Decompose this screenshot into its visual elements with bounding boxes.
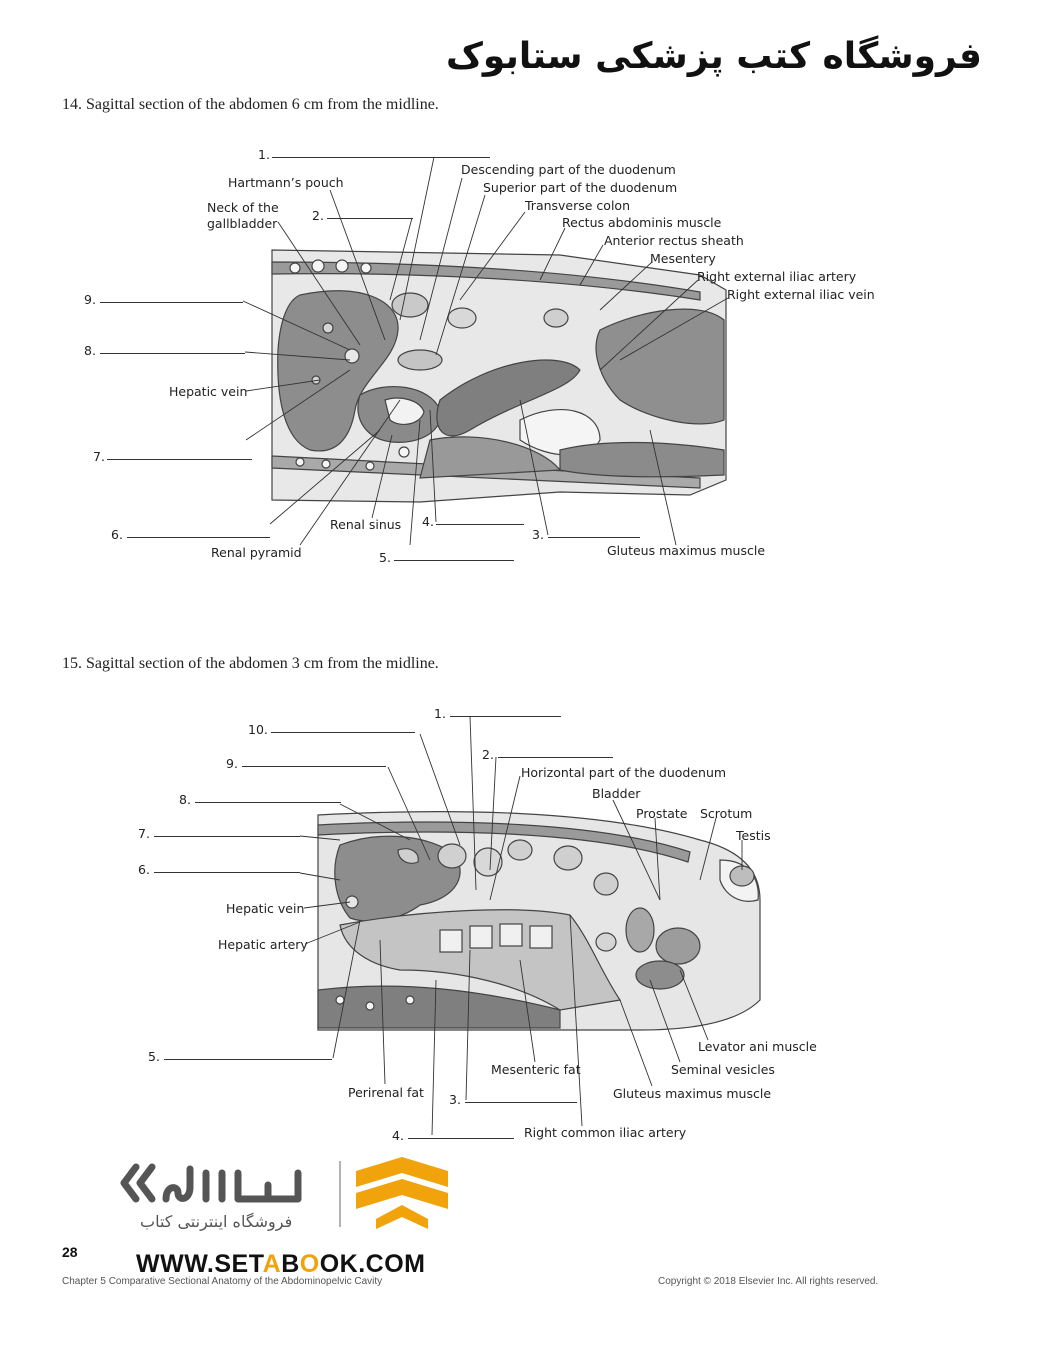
setabook-logo-icon: [120, 1157, 448, 1229]
label-hartmanns-pouch: Hartmann’s pouch: [228, 175, 344, 190]
label-hepatic-artery: Hepatic artery: [218, 937, 308, 952]
setabook-website: WWW.SETABOOK.COM: [136, 1250, 425, 1279]
blank-14-4-line[interactable]: [436, 524, 524, 525]
question-14-title: 14. Sagittal section of the abdomen 6 cm…: [62, 96, 439, 113]
label-renal-sinus: Renal sinus: [330, 517, 402, 532]
site-text-accent2: O: [299, 1250, 320, 1278]
blank-14-7-line[interactable]: [107, 459, 252, 460]
site-text-accent1: A: [262, 1250, 282, 1278]
footer-copyright: Copyright © 2018 Elsevier Inc. All right…: [658, 1276, 879, 1287]
page-number: 28: [62, 1244, 78, 1260]
label-right-common-iliac-artery: Right common iliac artery: [524, 1125, 687, 1140]
blank-14-3-number: 3.: [532, 527, 544, 542]
label-superior-duodenum: Superior part of the duodenum: [483, 180, 678, 195]
footer-chapter: Chapter 5 Comparative Sectional Anatomy …: [62, 1276, 383, 1287]
site-text-part2: B: [281, 1250, 300, 1278]
blank-15-3-line[interactable]: [465, 1102, 577, 1103]
blank-14-3-line[interactable]: [548, 537, 640, 538]
label-hepatic-vein-15: Hepatic vein: [226, 901, 305, 916]
blank-15-8-number: 8.: [179, 792, 191, 807]
blank-14-2-number: 2.: [312, 208, 324, 223]
label-neck-of-gallbladder-2: gallbladder: [207, 216, 278, 231]
label-mesenteric-fat: Mesenteric fat: [491, 1062, 581, 1077]
blank-15-6-line[interactable]: [154, 872, 300, 873]
blank-15-5-number: 5.: [148, 1049, 160, 1064]
blank-15-6-number: 6.: [138, 862, 150, 877]
label-testis: Testis: [736, 828, 771, 843]
blank-14-2-line[interactable]: [327, 218, 413, 219]
blank-15-5-line[interactable]: [164, 1059, 332, 1060]
blank-14-4-number: 4.: [422, 514, 434, 529]
label-mesentery: Mesentery: [650, 251, 716, 266]
page-banner: فروشگاه کتب پزشکی ستابوک: [445, 36, 982, 77]
blank-15-10-line[interactable]: [271, 732, 415, 733]
blank-14-9-number: 9.: [84, 292, 96, 307]
label-scrotum: Scrotum: [700, 806, 753, 821]
blank-14-6-number: 6.: [111, 527, 123, 542]
blank-14-5-line[interactable]: [394, 560, 514, 561]
blank-14-5-number: 5.: [379, 550, 391, 565]
label-gluteus-maximus-14: Gluteus maximus muscle: [607, 543, 766, 558]
label-anterior-rectus-sheath: Anterior rectus sheath: [604, 233, 744, 248]
label-neck-of-gallbladder-1: Neck of the: [207, 200, 279, 215]
blank-15-2-line[interactable]: [498, 757, 613, 758]
blank-14-1-line[interactable]: [272, 157, 490, 158]
label-prostate: Prostate: [636, 806, 688, 821]
blank-15-10-number: 10.: [248, 722, 268, 737]
label-perirenal-fat: Perirenal fat: [348, 1085, 424, 1100]
blank-14-8-number: 8.: [84, 343, 96, 358]
label-rectus-abdominis: Rectus abdominis muscle: [562, 215, 722, 230]
blank-15-4-number: 4.: [392, 1128, 404, 1143]
label-levator-ani: Levator ani muscle: [698, 1039, 817, 1054]
blank-15-7-number: 7.: [138, 826, 150, 841]
label-hepatic-vein-14: Hepatic vein: [169, 384, 248, 399]
blank-15-8-line[interactable]: [195, 802, 341, 803]
label-right-external-iliac-artery: Right external iliac artery: [697, 269, 857, 284]
blank-15-7-line[interactable]: [154, 836, 300, 837]
label-renal-pyramid: Renal pyramid: [211, 545, 302, 560]
logo-persian-tagline: فروشگاه اینترنتی کتاب: [140, 1212, 293, 1231]
blank-15-9-line[interactable]: [242, 766, 386, 767]
blank-15-4-line[interactable]: [408, 1138, 514, 1139]
blank-14-9-line[interactable]: [100, 302, 243, 303]
label-bladder: Bladder: [592, 786, 641, 801]
label-right-external-iliac-vein: Right external iliac vein: [727, 287, 875, 302]
blank-14-1-number: 1.: [258, 147, 270, 162]
diagram-14-leaders: [242, 156, 729, 546]
site-text-part3: OK.COM: [319, 1250, 426, 1278]
site-text-part1: WWW.SET: [136, 1250, 263, 1278]
blank-15-1-number: 1.: [434, 706, 446, 721]
blank-14-8-line[interactable]: [100, 353, 245, 354]
question-15-title: 15. Sagittal section of the abdomen 3 cm…: [62, 655, 439, 672]
blank-15-3-number: 3.: [449, 1092, 461, 1107]
diagram-15-leaders: [299, 715, 743, 1136]
blank-14-7-number: 7.: [93, 449, 105, 464]
section-15-body: [317, 811, 761, 1031]
label-gluteus-maximus-15: Gluteus maximus muscle: [613, 1086, 772, 1101]
blank-15-2-number: 2.: [482, 747, 494, 762]
blank-14-6-line[interactable]: [127, 537, 270, 538]
blank-15-1-line[interactable]: [450, 716, 561, 717]
label-seminal-vesicles: Seminal vesicles: [671, 1062, 775, 1077]
label-horizontal-duodenum: Horizontal part of the duodenum: [521, 765, 727, 780]
blank-15-9-number: 9.: [226, 756, 238, 771]
label-descending-duodenum: Descending part of the duodenum: [461, 162, 676, 177]
label-transverse-colon: Transverse colon: [525, 198, 630, 213]
